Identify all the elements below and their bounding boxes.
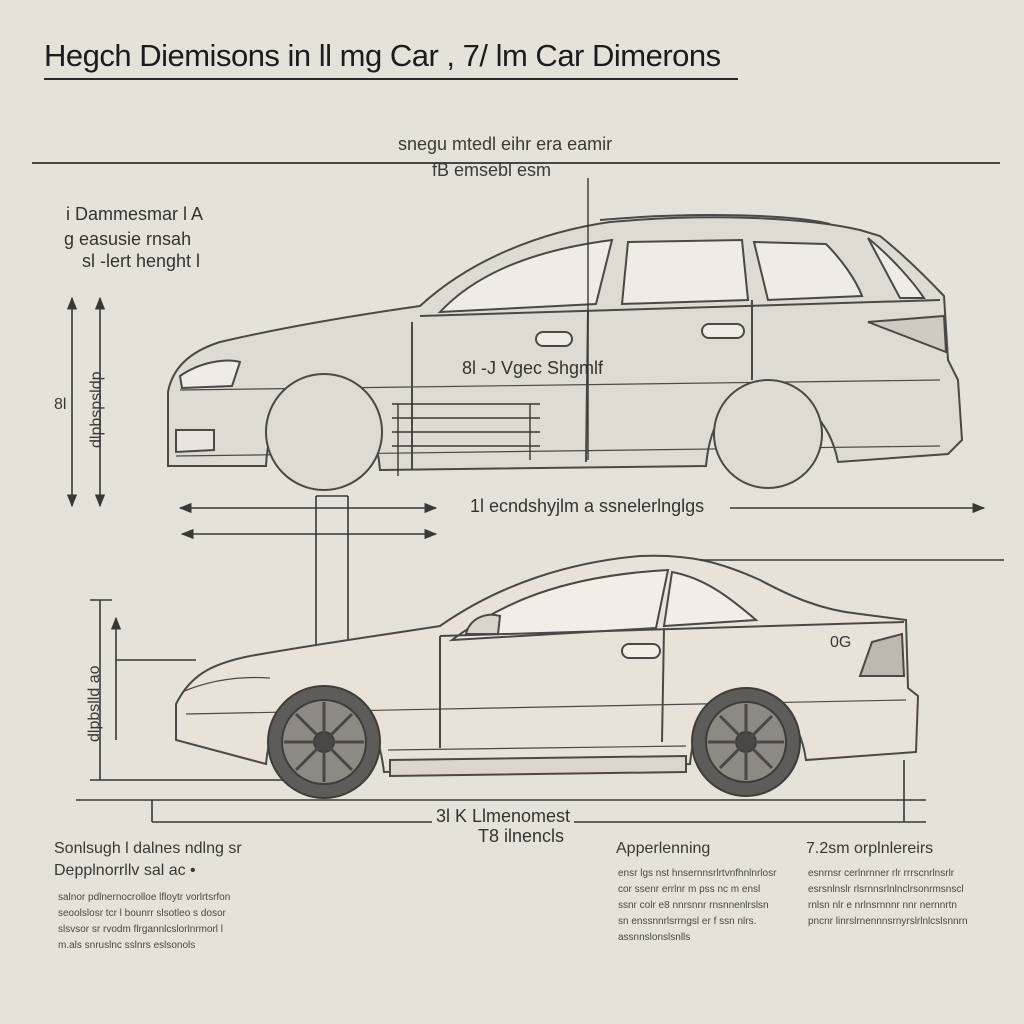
right-note-line1: esnrnsr cerlnrnner rlr rrrscnrlnsrlr — [808, 868, 955, 879]
wagon-wheels — [265, 373, 823, 491]
left-label-line3: sl -lert henght l — [82, 251, 201, 271]
coupe-car — [175, 554, 920, 778]
middle-note-line2: cor ssenr errlnr m pss nc m ensl — [618, 884, 761, 895]
middle-note-line5: assnnslonslsnlls — [618, 932, 691, 943]
top-header-line1: snegu mtedl eihr era eamir — [398, 134, 613, 154]
left-note-line2: seoolslosr tcr l bounrr slsotleo s dosor — [58, 908, 226, 919]
left-note-line1: salnor pdlnernocrolloe lfloytr vorlrtsrf… — [58, 892, 231, 903]
left-note-line4: m.als snruslnc sslnrs eslsonols — [58, 940, 196, 951]
diagram-title: Hegch Diemisons in ll mg Car , 7/ lm Car… — [44, 38, 721, 73]
coupe-vertical-label: dlpbslld ao — [86, 665, 103, 743]
top-header-line2: fB emsebl esm — [432, 160, 552, 180]
right-note-line2: esrsnlnslr rlsrnnsrlnlnclrsonrmsnscl — [808, 884, 964, 895]
left-label-line1: i Dammesmar l A — [66, 204, 204, 224]
bottom-dimension-line1: 3l K Llmenomest — [432, 806, 575, 827]
coupe-badge: 0G — [830, 634, 852, 651]
wagon-center-label: 8l -J Vgec Shgmlf — [462, 358, 604, 378]
left-label-line2: g easusie rnsah — [64, 229, 192, 249]
wagon-side-marker: 8l — [54, 396, 67, 413]
middle-note-line3: ssnr colr e8 nnrsnnr rnsnnenlrslsn — [618, 900, 769, 911]
middle-note-line1: ensr lgs nst hnsernnsrlrtvnfhnlnrlosr — [618, 868, 777, 879]
coupe-wheels — [267, 685, 801, 799]
bottom-dimension-line2: T8 ilnencls — [478, 826, 565, 846]
length-label: 1l ecndshyjlm a ssnelerlnglgs — [466, 496, 709, 517]
left-note-heading2: Depplnorrllv sal ac • — [54, 862, 196, 879]
wagon-vertical-label: dlpbspsldp — [88, 371, 105, 449]
right-note-heading: 7.2sm orplnlereirs — [806, 840, 934, 857]
right-note-line3: rnlsn nlr e nrlnsrnnnr nnr nernnrtn — [808, 900, 957, 911]
left-note-line3: slsvsor sr rvodm flrgannlcslorlnrmorl l — [58, 924, 224, 935]
wagon-height-arrows — [66, 296, 106, 508]
length-arrows — [178, 502, 986, 540]
middle-note-heading: Apperlenning — [616, 840, 711, 857]
right-note-line4: pncnr linrslrnennnsrnyrslrlnlcslsnnrn — [808, 916, 968, 927]
middle-note-line4: sn enssnnrlsrrngsl er f ssn nlrs. — [618, 916, 757, 927]
title-underline — [44, 78, 738, 80]
left-note-heading1: Sonlsugh l dalnes ndlng sr — [54, 840, 242, 857]
top-divider — [32, 162, 1000, 164]
